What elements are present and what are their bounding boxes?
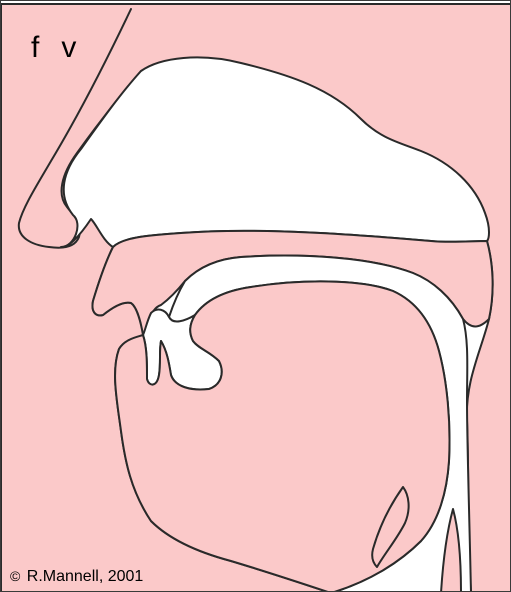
copyright-notice: © R.Mannell, 2001 — [10, 568, 143, 586]
phoneme-symbol-v: v — [61, 31, 76, 65]
phoneme-symbol-f: f — [31, 31, 39, 65]
copyright-text: R.Mannell, 2001 — [27, 568, 144, 585]
copyright-symbol: © — [10, 568, 20, 584]
